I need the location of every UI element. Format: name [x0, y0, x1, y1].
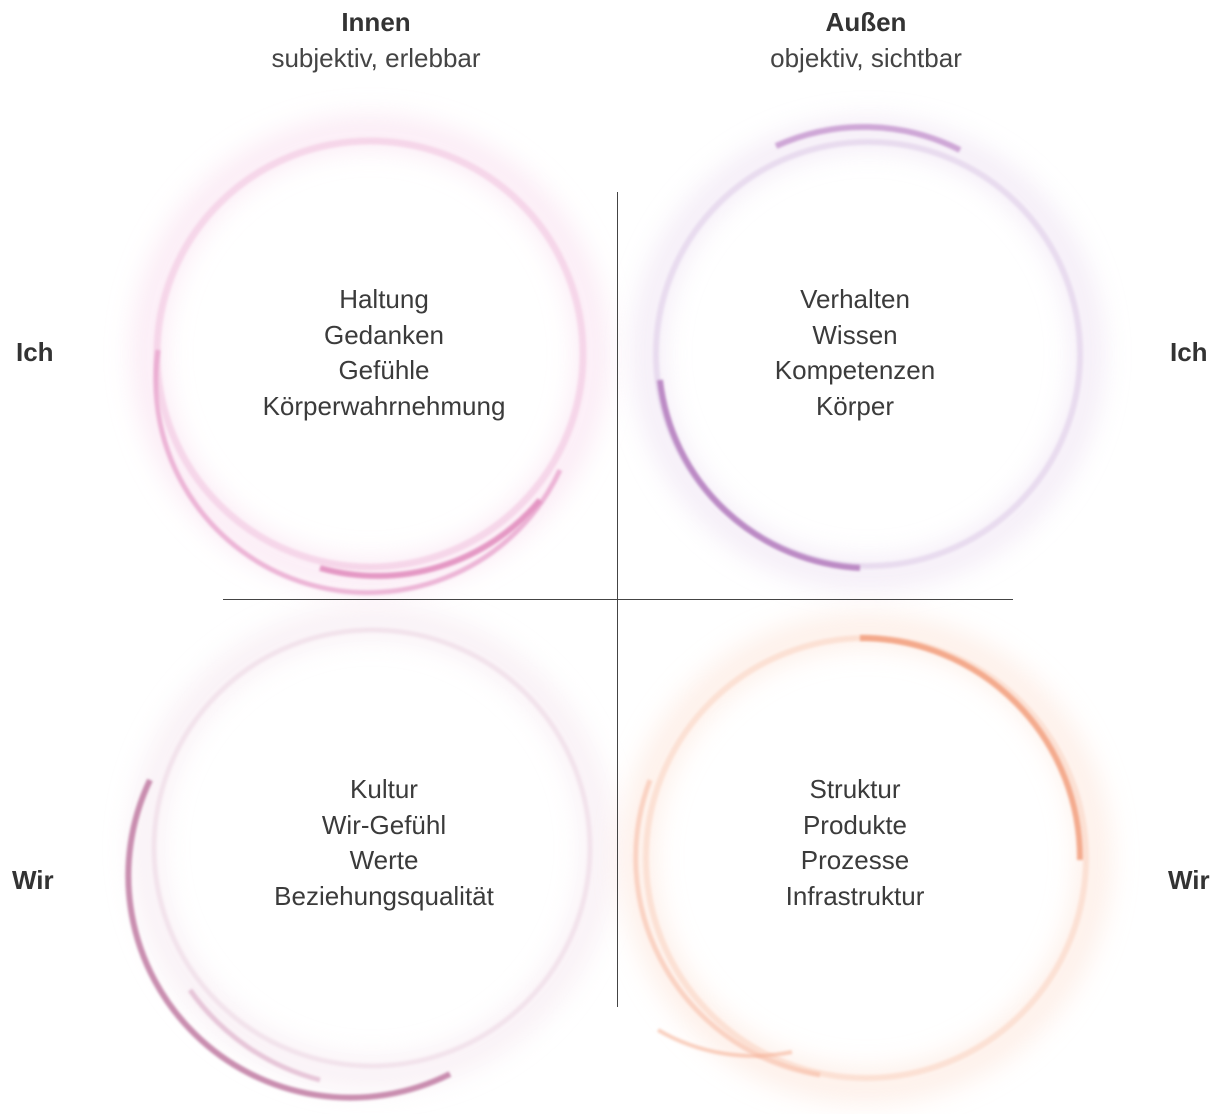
quadrant-item: Werte [349, 845, 419, 875]
quadrant-item: Struktur [809, 774, 901, 804]
quadrant-item: Verhalten [800, 284, 910, 314]
quadrant-item: Wissen [812, 319, 898, 350]
column-header-aussen: Außen objektiv, sichtbar [666, 4, 1066, 76]
quadrant-item: Gedanken [324, 319, 444, 350]
column-title-innen: Innen [341, 7, 411, 37]
quadrant-ich-aussen: Verhalten Wissen Kompetenzen Körper [655, 282, 1055, 424]
quadrant-item: Gefühle [338, 355, 430, 385]
quadrant-item: Körperwahrnehmung [262, 390, 506, 421]
column-subtitle-innen: subjektiv, erlebbar [271, 43, 481, 73]
row-label-wir-left: Wir [12, 865, 54, 895]
quadrant-item: Wir-Gefühl [321, 809, 447, 840]
horizontal-axis [223, 599, 1013, 600]
quadrant-item: Haltung [339, 284, 429, 314]
ring-ich-aussen [635, 121, 1101, 587]
quadrant-item: Produkte [802, 809, 908, 840]
quadrant-item: Kultur [350, 774, 418, 804]
quadrant-item: Körper [815, 390, 895, 421]
quadrant-item: Beziehungsqualität [274, 880, 494, 911]
quadrant-item: Prozesse [800, 845, 910, 875]
row-label-ich-right: Ich [1170, 337, 1208, 367]
ring-wir-aussen [623, 615, 1109, 1101]
quadrant-item: Kompetenzen [774, 355, 936, 385]
column-subtitle-aussen: objektiv, sichtbar [770, 43, 962, 73]
ring-wir-innen [125, 609, 611, 1101]
column-header-innen: Innen subjektiv, erlebbar [176, 4, 576, 76]
quadrant-wir-innen: Kultur Wir-Gefühl Werte Beziehungsqualit… [184, 772, 584, 914]
ring-ich-innen [134, 118, 606, 596]
column-title-aussen: Außen [825, 7, 907, 37]
row-label-wir-right: Wir [1168, 865, 1210, 895]
row-label-ich-left: Ich [16, 337, 54, 367]
quadrant-wir-aussen: Struktur Produkte Prozesse Infrastruktur [655, 772, 1055, 914]
quadrant-item: Infrastruktur [785, 880, 925, 911]
quadrant-ich-innen: Haltung Gedanken Gefühle Körperwahrnehmu… [184, 282, 584, 424]
